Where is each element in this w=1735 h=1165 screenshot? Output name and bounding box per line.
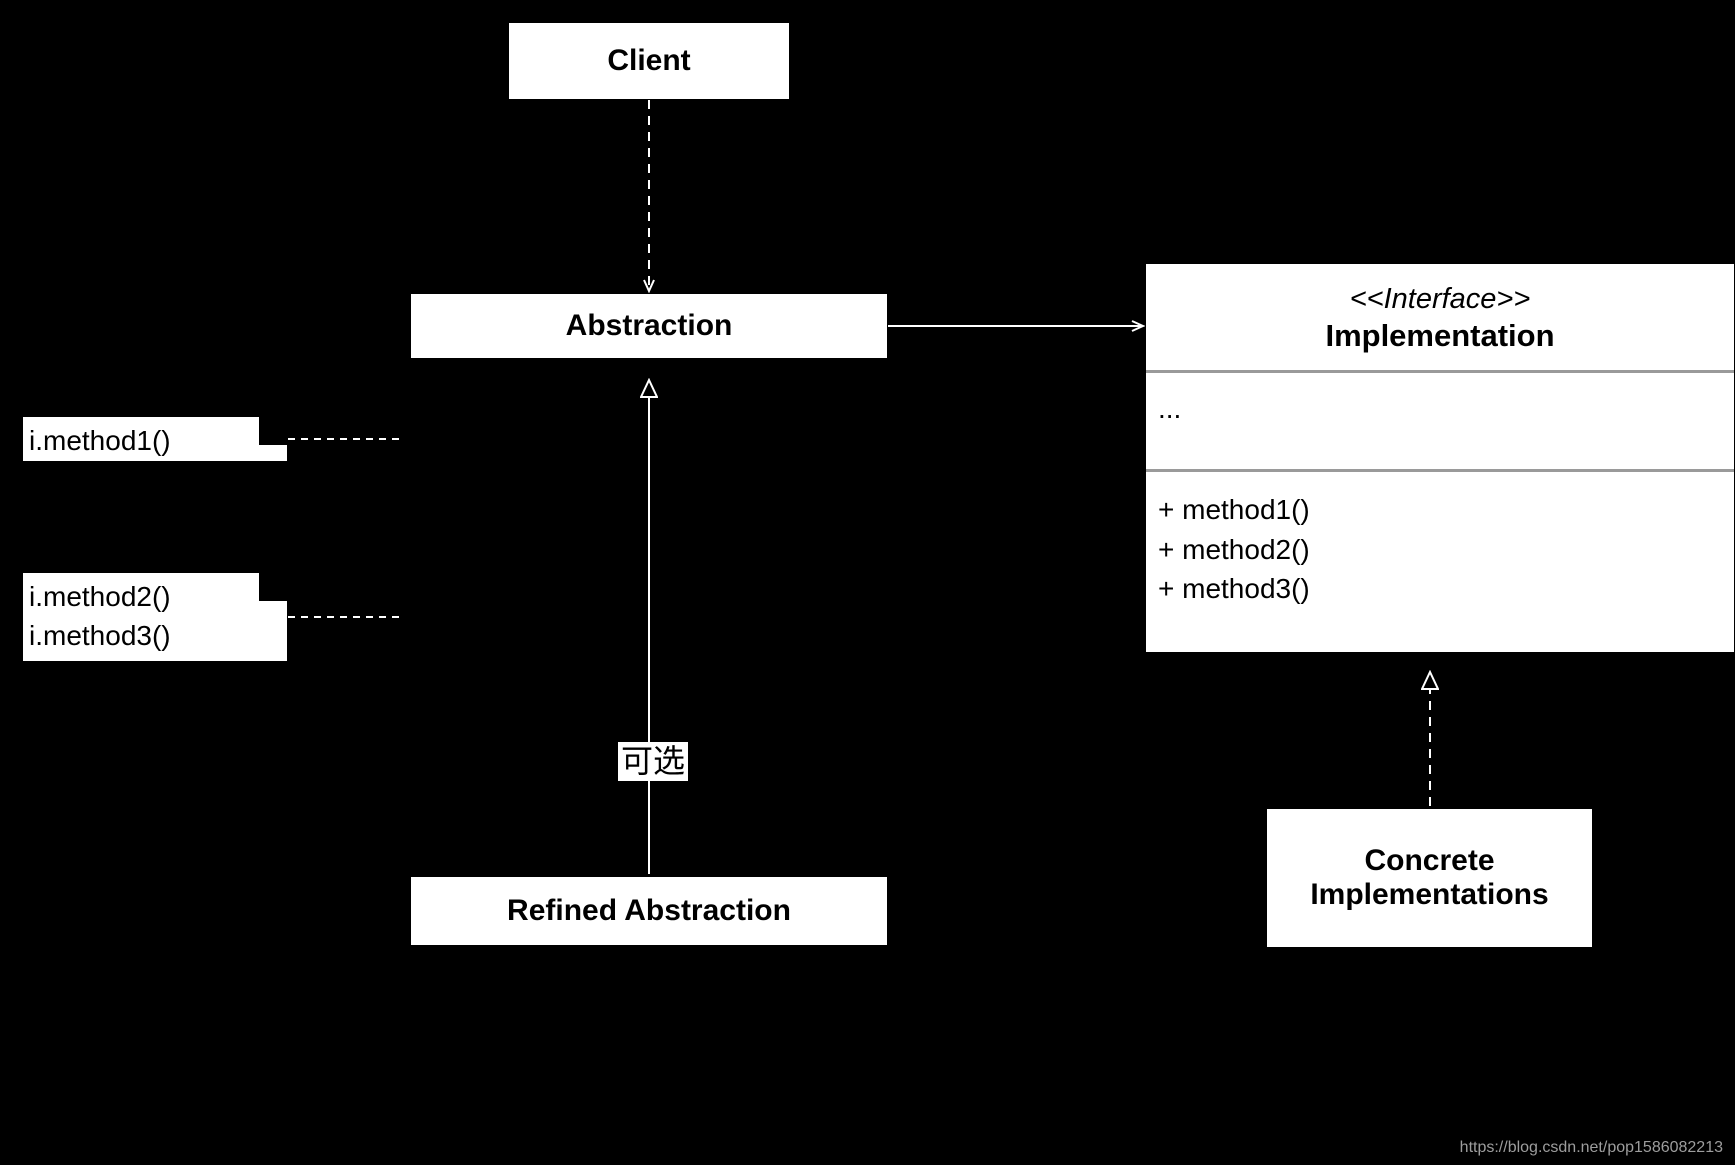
note-line: i.method2()	[29, 581, 171, 612]
class-box-refined-abstraction[interactable]: Refined Abstraction	[410, 876, 888, 946]
watermark-text: https://blog.csdn.net/pop1586082213	[1459, 1139, 1723, 1156]
class-name-abstraction: Abstraction	[565, 308, 733, 342]
class-box-client[interactable]: Client	[508, 22, 790, 100]
class-box-abstraction[interactable]: Abstraction	[410, 293, 888, 359]
note-line: i.method1()	[29, 425, 171, 456]
concrete-impl-line1: Concrete	[1364, 843, 1495, 877]
implementation-stereotype: <<Interface>>	[1349, 283, 1531, 315]
class-name-concrete-implementations: Concrete Implementations	[1310, 844, 1548, 913]
concrete-impl-line2: Implementations	[1310, 878, 1549, 911]
operation-row: + method2()	[1158, 533, 1310, 565]
class-box-concrete-implementations[interactable]: Concrete Implementations	[1266, 808, 1593, 948]
note-fold-corner-icon	[259, 572, 288, 601]
class-name-refined-abstraction: Refined Abstraction	[507, 893, 791, 927]
class-name-client: Client	[607, 43, 691, 77]
uml-note-method1[interactable]: i.method1()	[22, 416, 288, 462]
note-line: i.method3()	[29, 620, 171, 652]
implementation-operations: + method1() + method2() + method3()	[1146, 472, 1734, 652]
class-box-implementation[interactable]: <<Interface>> Implementation ... + metho…	[1145, 263, 1735, 653]
uml-note-method23[interactable]: i.method2() i.method3()	[22, 572, 288, 662]
implementation-header: <<Interface>> Implementation	[1146, 264, 1734, 373]
operation-row: + method1()	[1158, 493, 1310, 525]
operation-row: + method3()	[1158, 573, 1310, 605]
note-fold-corner-icon	[259, 416, 288, 445]
class-name-implementation: Implementation	[1325, 317, 1555, 353]
implementation-attributes: ...	[1146, 373, 1734, 472]
edge-label-optional: 可选	[618, 742, 689, 782]
